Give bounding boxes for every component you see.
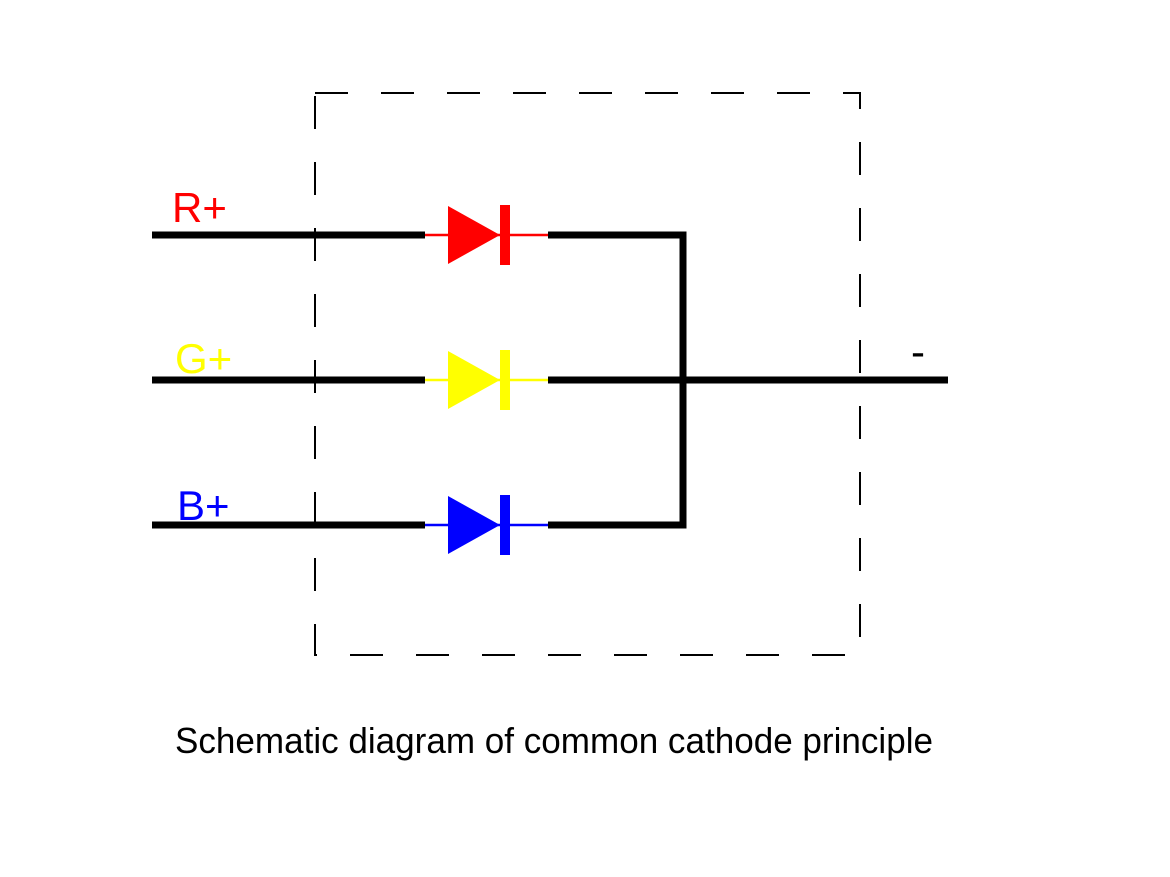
channel-green: G+ [152,335,948,410]
diagram-caption: Schematic diagram of common cathode prin… [175,720,933,761]
diode-triangle-blue [448,496,500,554]
channel-blue: B+ [152,482,687,555]
channel-label-green: G+ [175,335,232,382]
channel-label-blue: B+ [177,482,230,529]
channel-red: R+ [152,184,687,265]
led-module-boundary-box [314,92,861,656]
channel-label-red: R+ [172,184,227,231]
diode-triangle-red [448,206,500,264]
diode-cathode-bar-blue [500,495,510,555]
diode-cathode-bar-green [500,350,510,410]
minus-terminal-label: - [911,328,925,375]
diode-triangle-green [448,351,500,409]
diode-cathode-bar-red [500,205,510,265]
